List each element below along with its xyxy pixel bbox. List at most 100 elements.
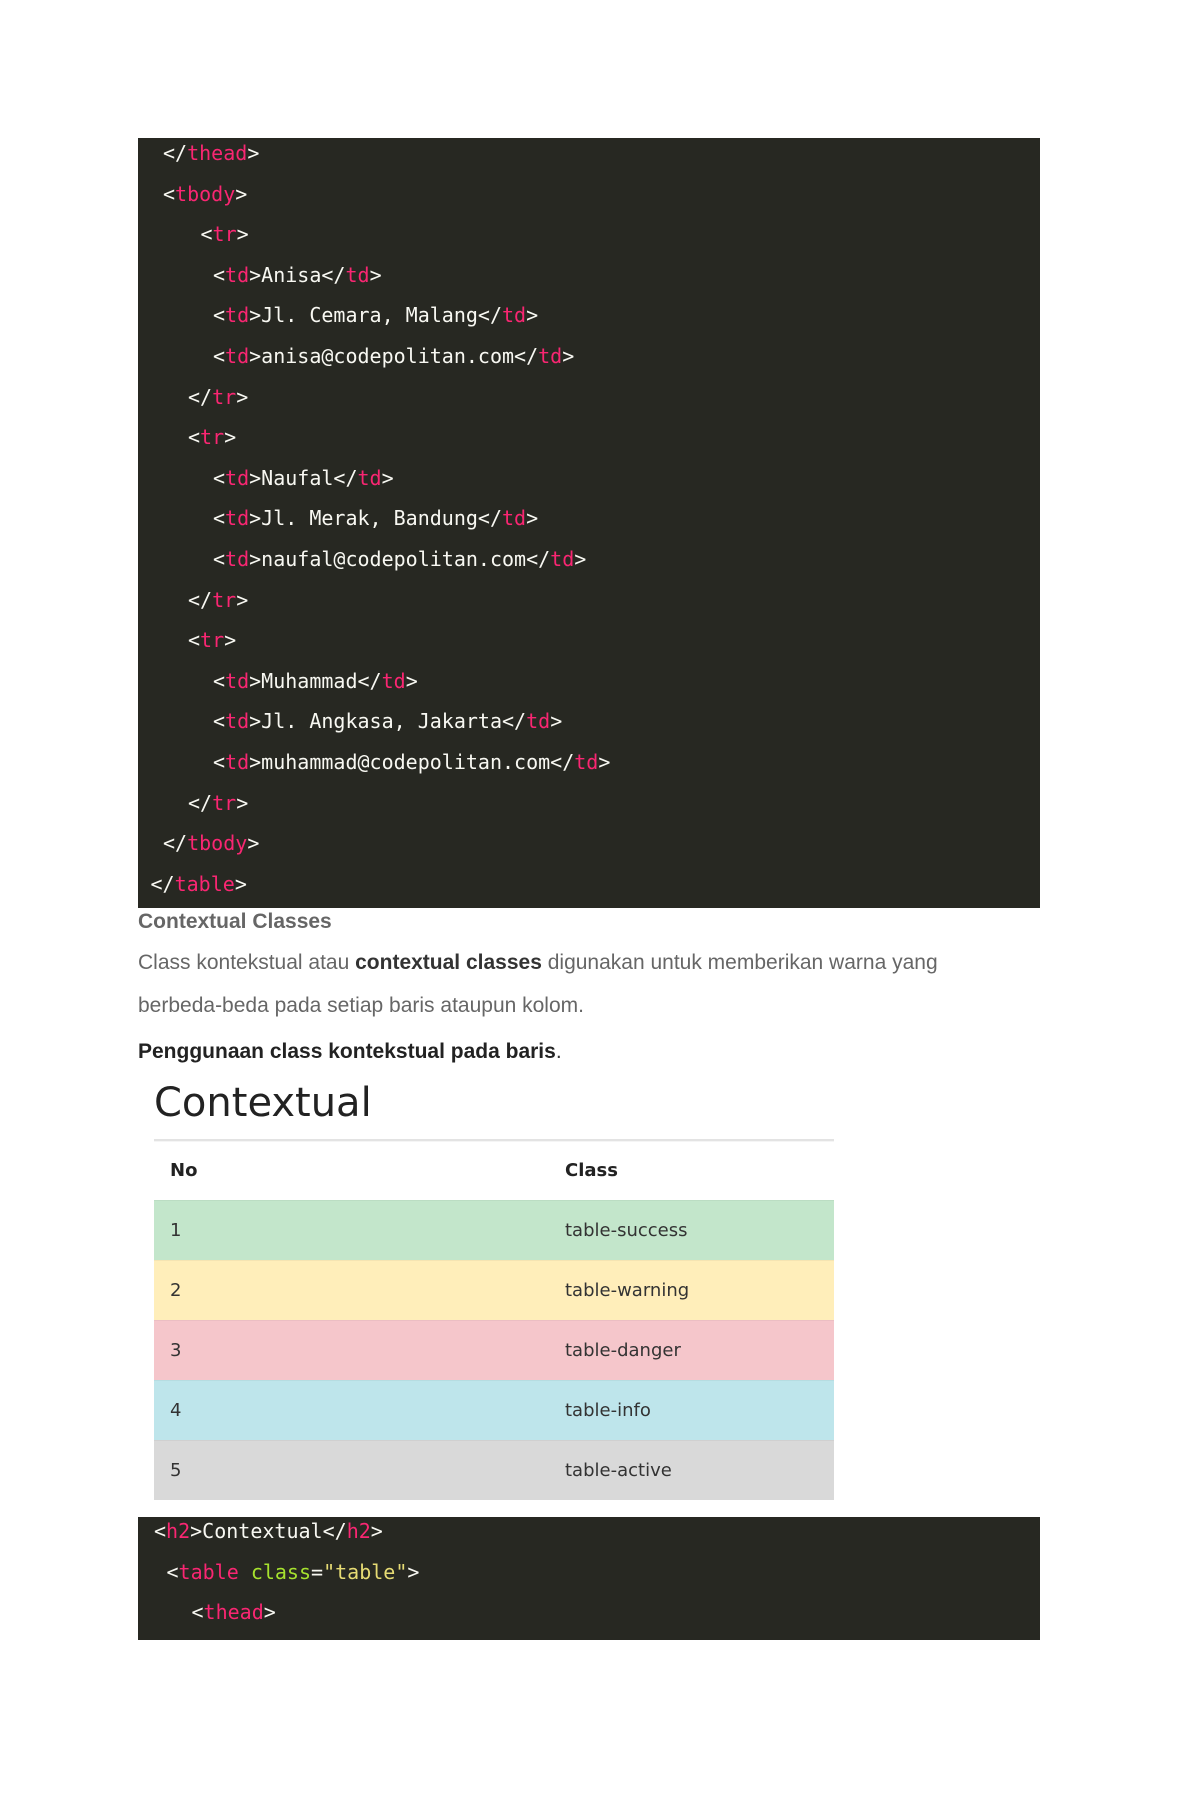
row-class: table-info <box>565 1400 651 1421</box>
code-token-txt: > <box>369 262 382 287</box>
row-class: table-danger <box>565 1340 681 1361</box>
code-token-tag: tr <box>200 425 225 450</box>
code-line: <td>muhammad@codepolitan.com</td> <box>213 748 610 776</box>
demo-table-row: 2 table-warning <box>154 1260 834 1320</box>
code-token-tag: tbody <box>187 831 248 856</box>
code-token-tag: h2 <box>166 1519 191 1543</box>
code-token-tag: tbody <box>175 181 236 206</box>
code-token-txt: > <box>263 1600 276 1625</box>
code-token-tag: tr <box>212 587 237 612</box>
code-token-txt: >Jl. Angkasa, Jakarta</ <box>249 709 527 734</box>
code-line: <td>Jl. Angkasa, Jakarta</td> <box>213 707 562 735</box>
code-token-tag: td <box>225 668 250 693</box>
code-line: <td>anisa@codepolitan.com</td> <box>213 342 574 370</box>
code-token-tag: tr <box>200 628 225 653</box>
code-line: </tr> <box>188 789 248 817</box>
demo-title: Contextual <box>154 1080 372 1126</box>
row-no: 2 <box>170 1280 182 1301</box>
code-line: <tbody> <box>163 180 247 208</box>
code-token-tag: td <box>381 668 406 693</box>
code-token-txt: > <box>234 871 247 896</box>
code-token-txt: </ <box>188 384 213 409</box>
code-token-tag: table <box>174 871 235 896</box>
code-token-txt: < <box>188 628 201 653</box>
code-token-txt: < <box>213 709 226 734</box>
code-token-txt: >naufal@codepolitan.com</ <box>249 547 551 571</box>
code-token-tag: table <box>178 1559 239 1584</box>
code-token-txt: < <box>213 668 226 693</box>
code-line: <td>Jl. Cemara, Malang</td> <box>213 301 538 329</box>
code-token-txt: </ <box>163 141 188 165</box>
section-heading: Contextual Classes <box>138 910 332 933</box>
code-line: <td>Anisa</td> <box>213 261 382 289</box>
code-token-txt: > <box>526 506 539 531</box>
code-token-attr: class <box>250 1559 312 1584</box>
code-token-txt: < <box>188 425 201 450</box>
row-no: 5 <box>170 1460 182 1481</box>
code-token-txt: > <box>236 790 249 815</box>
paragraph-line-2: berbeda-beda pada setiap baris ataupun k… <box>138 994 584 1017</box>
code-line: </thead> <box>163 139 259 167</box>
code-line: <td>Naufal</td> <box>213 464 394 492</box>
code-line: </tr> <box>188 586 248 614</box>
code-token-txt: >muhammad@codepolitan.com</ <box>249 750 575 774</box>
code-token-tag: td <box>225 303 250 328</box>
code-token-txt: </ <box>163 831 188 856</box>
code-token-txt: >Muhammad</ <box>249 668 382 693</box>
code-token-txt: > <box>370 1519 383 1543</box>
code-block-top: </thead><tbody><tr><td>Anisa</td><td>Jl.… <box>138 138 1040 908</box>
code-token-tag: td <box>225 465 250 490</box>
code-token-txt: > <box>407 1559 420 1584</box>
code-token-txt: </ <box>150 871 175 896</box>
code-token-txt: </ <box>188 790 213 815</box>
code-line: </tr> <box>188 383 248 411</box>
demo-table-header: No Class <box>154 1141 834 1200</box>
code-token-txt: >Anisa</ <box>249 262 346 287</box>
code-token-txt: < <box>163 181 176 206</box>
row-class: table-warning <box>565 1280 690 1301</box>
code-line: </tbody> <box>163 829 259 857</box>
code-token-txt: >Contextual</ <box>190 1519 347 1543</box>
code-token-tag: td <box>225 750 250 774</box>
code-token-txt: > <box>247 141 260 165</box>
code-token-str: "table" <box>323 1559 408 1584</box>
code-token-tag: td <box>225 262 250 287</box>
code-token-txt: > <box>598 750 611 774</box>
paragraph-line-1: Class kontekstual atau contextual classe… <box>138 951 938 975</box>
code-token-txt: < <box>213 506 226 531</box>
code-token-tag: tr <box>212 790 237 815</box>
code-token-txt: < <box>191 1600 204 1625</box>
code-token-txt: > <box>526 303 539 328</box>
code-token-txt: > <box>224 425 237 450</box>
code-token-txt: > <box>235 181 248 206</box>
code-block-bottom: <h2>Contextual</h2><table class="table">… <box>138 1517 1040 1640</box>
para-bold: contextual classes <box>355 951 542 974</box>
code-token-txt: < <box>154 1519 167 1543</box>
code-token-txt: < <box>213 547 226 571</box>
code-token-txt: < <box>213 750 226 774</box>
code-token-txt: >Jl. Cemara, Malang</ <box>249 303 503 328</box>
code-token-tag: td <box>357 465 382 490</box>
code-token-tag: td <box>550 547 575 571</box>
code-token-tag: tr <box>212 222 237 247</box>
code-token-tag: td <box>574 750 599 774</box>
code-token-txt: < <box>213 262 226 287</box>
code-token-tag: h2 <box>346 1519 371 1543</box>
code-token-txt: < <box>200 222 213 247</box>
header-class: Class <box>565 1160 618 1181</box>
code-line: <table class="table"> <box>167 1558 420 1586</box>
code-token-txt: = <box>311 1559 324 1584</box>
code-token-tag: thead <box>187 141 248 165</box>
code-token-txt: > <box>574 547 587 571</box>
code-token-tag: td <box>538 344 563 368</box>
code-line: <tr> <box>188 626 236 654</box>
code-line: </table> <box>151 870 247 898</box>
code-token-txt: > <box>236 384 249 409</box>
code-token-txt <box>239 1560 251 1584</box>
code-token-tag: td <box>502 303 527 328</box>
code-token-tag: td <box>225 506 250 531</box>
code-token-tag: td <box>502 506 527 531</box>
